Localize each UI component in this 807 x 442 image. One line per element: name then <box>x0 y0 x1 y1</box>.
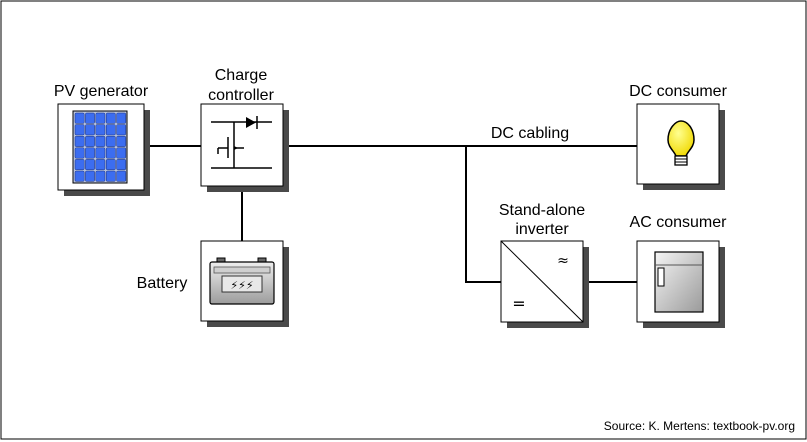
solar-cell <box>74 124 85 136</box>
solar-cell <box>85 124 95 136</box>
solar-cell <box>105 124 116 136</box>
charge-controller-box <box>200 103 289 192</box>
solar-cell <box>105 135 116 147</box>
ac-consumer-box <box>636 240 725 328</box>
ac-consumer-label: AC consumer <box>630 214 728 231</box>
solar-cell <box>95 112 106 124</box>
solar-cell <box>95 124 106 136</box>
charge-controller-label-line1: Charge <box>215 67 268 84</box>
connections <box>143 145 637 283</box>
inverter-box: ≈ = <box>500 240 589 328</box>
inverter-label-line2: inverter <box>515 221 569 238</box>
solar-cell <box>85 135 95 147</box>
dc-consumer-label: DC consumer <box>629 83 727 100</box>
dc-consumer-box <box>636 103 725 190</box>
solar-cell <box>74 159 85 171</box>
line-to-inverter <box>465 146 501 283</box>
solar-cell <box>116 147 127 159</box>
solar-panel-icon <box>72 110 128 184</box>
pv-generator-box <box>57 103 150 196</box>
solar-cell <box>74 147 85 159</box>
solar-cell <box>85 170 95 182</box>
circuit-icon <box>211 116 272 169</box>
solar-cell <box>74 170 85 182</box>
dc-symbol: = <box>512 294 525 313</box>
solar-cell <box>85 112 95 124</box>
battery-icon: ⚡⚡⚡ <box>209 257 275 305</box>
solar-cell <box>95 147 106 159</box>
battery-glyph: ⚡⚡⚡ <box>230 279 253 292</box>
solar-cell <box>105 147 116 159</box>
refrigerator-icon <box>654 251 704 313</box>
ac-symbol: ≈ <box>557 253 569 269</box>
source-credit: Source: K. Mertens: textbook-pv.org <box>604 419 795 433</box>
light-bulb-icon <box>667 120 695 166</box>
solar-cell <box>116 159 127 171</box>
battery-box: ⚡⚡⚡ <box>200 240 289 327</box>
solar-cell <box>105 159 116 171</box>
solar-cell <box>74 112 85 124</box>
solar-cell <box>85 147 95 159</box>
dc-cabling-label: DC cabling <box>491 125 569 142</box>
inverter-diagonal <box>500 240 584 323</box>
inverter-label-line1: Stand-alone <box>499 202 585 219</box>
solar-cell <box>116 170 127 182</box>
solar-cell <box>116 135 127 147</box>
solar-cell <box>74 135 85 147</box>
solar-cell <box>116 112 127 124</box>
battery-label: Battery <box>137 275 188 292</box>
solar-cell <box>95 135 106 147</box>
solar-cell <box>105 170 116 182</box>
charge-controller-label-line2: controller <box>208 87 274 104</box>
solar-cell <box>95 159 106 171</box>
solar-cell <box>85 159 95 171</box>
solar-cell <box>105 112 116 124</box>
pv-generator-label: PV generator <box>54 83 149 100</box>
controller-box <box>200 103 284 187</box>
solar-cell <box>116 124 127 136</box>
solar-cell <box>95 170 106 182</box>
